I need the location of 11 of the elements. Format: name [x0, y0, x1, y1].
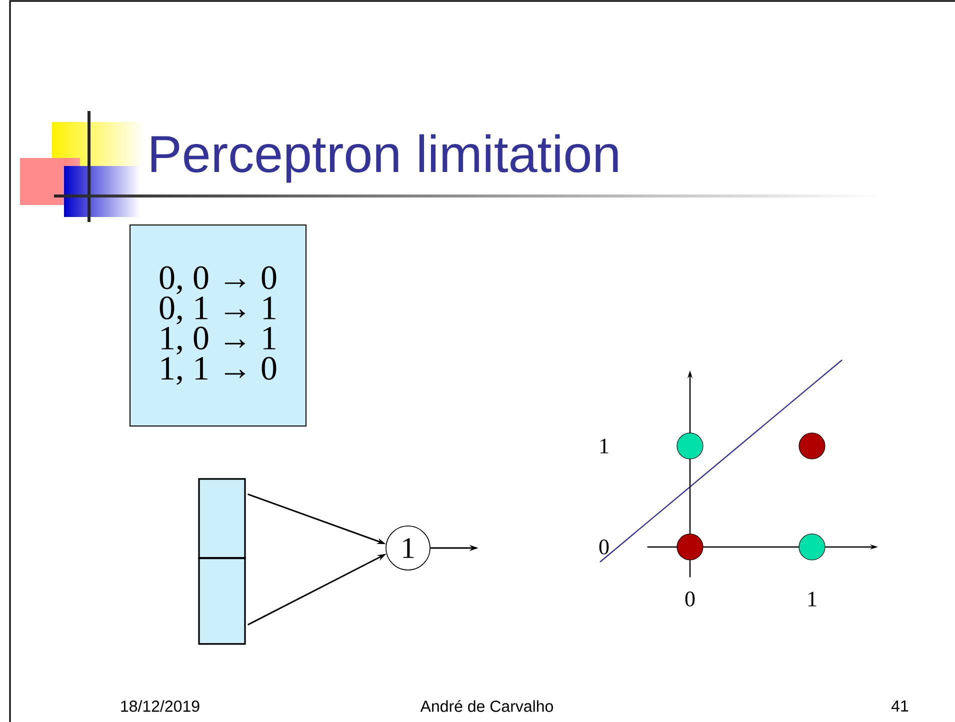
footer-date: 18/12/2019 — [121, 700, 200, 712]
truth-table-box: 0, 0 → 0 0, 1 → 1 1, 0 → 1 1, 1 → 0 — [130, 224, 306, 426]
tick-label: 1 — [808, 592, 816, 606]
input-cell — [198, 557, 246, 645]
tick-label: 0 — [599, 540, 609, 554]
tick-label: 1 — [600, 438, 608, 454]
input-cell — [198, 478, 246, 559]
tick-label: 0 — [685, 592, 695, 606]
page-number: 41 — [891, 700, 908, 712]
slide-title: Perceptron limitation — [151, 134, 618, 183]
footer-author: André de Carvalho — [420, 700, 553, 712]
